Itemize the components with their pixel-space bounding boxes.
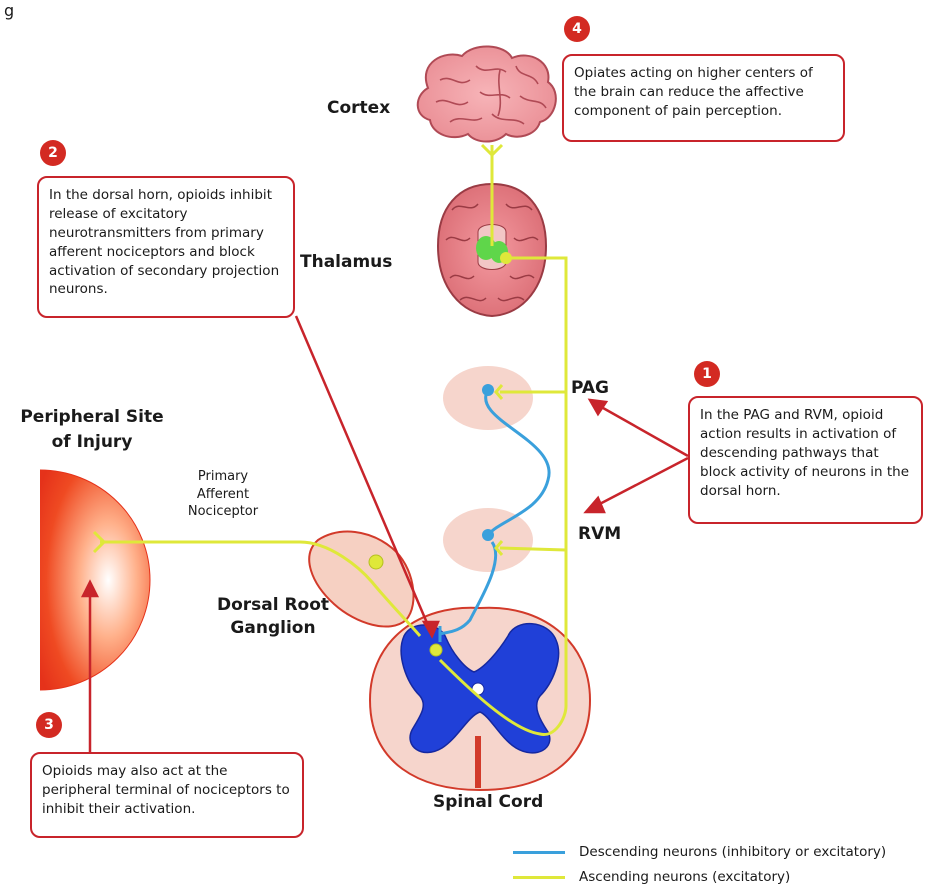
- callout-3-box: Opioids may also act at the peripheral t…: [30, 752, 304, 838]
- callout-1-box: In the PAG and RVM, opioid action result…: [688, 396, 923, 524]
- callout-1-badge: 1: [694, 361, 720, 387]
- pag-nucleus: [443, 366, 533, 430]
- spinal-cord-label: Spinal Cord: [433, 792, 543, 812]
- injury-site-shape: [40, 470, 150, 690]
- thalamus-terminal: [500, 252, 512, 264]
- rvm-label: RVM: [578, 524, 621, 544]
- pag-label: PAG: [571, 378, 609, 398]
- legend-label-ascending: Ascending neurons (excitatory): [579, 869, 790, 885]
- top-left-partial-text: g: [4, 0, 14, 22]
- callout-4-badge: 4: [564, 16, 590, 42]
- cortex-label: Cortex: [327, 98, 390, 118]
- primary-afferent-label: Primary Afferent Nociceptor: [168, 468, 278, 521]
- callout-2-box: In the dorsal horn, opioids inhibit rele…: [37, 176, 295, 318]
- peripheral-site-label: Peripheral Site of Injury: [8, 405, 176, 454]
- legend-item-ascending: Ascending neurons (excitatory): [513, 869, 790, 885]
- thalamus-label: Thalamus: [300, 252, 392, 272]
- dorsal-horn-neuron-body: [430, 644, 442, 656]
- pag-neuron-body: [482, 384, 494, 396]
- callout-2-badge: 2: [40, 140, 66, 166]
- cortex-brain-illustration: [418, 46, 556, 141]
- callout-4-box: Opiates acting on higher centers of the …: [562, 54, 845, 142]
- drg-neuron-body: [369, 555, 383, 569]
- legend-swatch-descending: [513, 851, 565, 854]
- rvm-neuron-body: [482, 529, 494, 541]
- dorsal-root-ganglion-label: Dorsal Root Ganglion: [208, 594, 338, 640]
- legend-label-descending: Descending neurons (inhibitory or excita…: [579, 844, 886, 860]
- callout-3-badge: 3: [36, 712, 62, 738]
- legend-item-descending: Descending neurons (inhibitory or excita…: [513, 844, 886, 860]
- legend-swatch-ascending: [513, 876, 565, 879]
